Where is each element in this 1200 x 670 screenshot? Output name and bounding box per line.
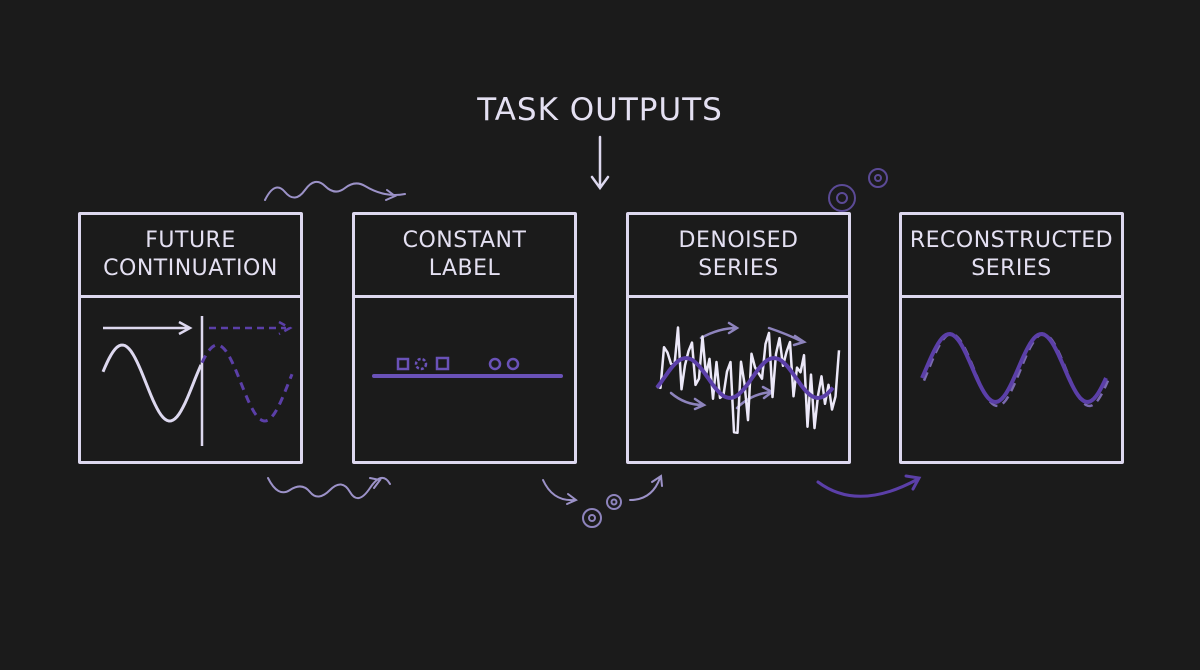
panel-denoised-series: DENOISED SERIES [626,212,851,464]
panel-label: FUTURE CONTINUATION [81,215,300,298]
reconstructed-series-plot [920,331,1110,408]
panel-constant-label: CONSTANT LABEL [352,212,577,464]
curved-arrow-right [629,474,663,501]
panel-label: DENOISED SERIES [629,215,848,298]
squiggle-arrow-top [264,180,406,201]
constant-label-plot [372,356,563,378]
curved-arrow-accent [816,474,922,498]
gear-icon [582,168,888,528]
denoised-series-plot [655,321,841,435]
panel-future-continuation: FUTURE CONTINUATION [78,212,303,464]
curved-arrow-left [542,479,578,505]
panel-label: CONSTANT LABEL [355,215,574,298]
future-continuation-plot [101,316,294,446]
panel-label: RECONSTRUCTED SERIES [902,215,1121,298]
squiggle-arrow-bottom [267,477,391,499]
panel-reconstructed-series: RECONSTRUCTED SERIES [899,212,1124,464]
title-down-arrow [590,135,610,191]
diagram-title: TASK OUTPUTS [477,92,723,128]
